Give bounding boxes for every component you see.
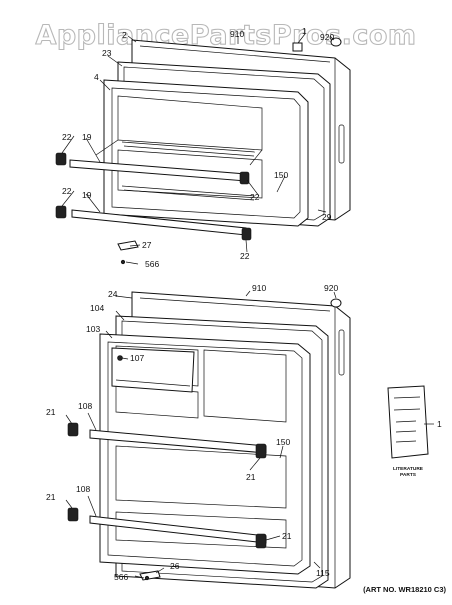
label-920-top: 920 (320, 32, 334, 42)
top-door-handle (338, 124, 345, 164)
plug-920-top (330, 37, 342, 47)
label-104: 104 (90, 303, 104, 313)
label-108-b: 108 (76, 484, 90, 494)
label-22-a: 22 (62, 132, 72, 142)
label-107: 107 (130, 353, 144, 363)
label-108-a: 108 (78, 401, 92, 411)
label-2: 2 (122, 30, 127, 40)
art-number: (ART NO. WR18210 C3) (363, 585, 446, 594)
label-150-bottom: 150 (276, 437, 290, 447)
label-566-bottom: 566 (114, 572, 128, 582)
label-21-d: 21 (282, 531, 292, 541)
label-23: 23 (102, 48, 112, 58)
screw-566-bottom (144, 575, 150, 581)
label-19-a: 19 (82, 132, 92, 142)
label-22-d: 22 (240, 251, 250, 261)
label-27: 27 (142, 240, 152, 250)
top-end-cap-left-lower (55, 205, 67, 219)
bottom-door-handle (338, 329, 345, 376)
bottom-end-cap-right-upper (255, 443, 267, 459)
label-26: 26 (170, 561, 180, 571)
label-566-top: 566 (145, 259, 159, 269)
label-910-top: 910 (230, 29, 244, 39)
label-21-b: 21 (246, 472, 256, 482)
label-910-bottom: 910 (252, 283, 266, 293)
top-end-cap-right-upper (239, 171, 250, 185)
screw-566-top (120, 259, 126, 265)
label-920-bottom: 920 (324, 283, 338, 293)
top-end-cap-right-lower (241, 227, 252, 241)
label-4: 4 (94, 72, 99, 82)
bottom-end-cap-left-upper (67, 422, 79, 437)
dairy-door-latch (117, 355, 123, 361)
top-door-liner (103, 79, 309, 227)
plug-920-bottom (330, 298, 342, 308)
literature-label-line2: PARTS (400, 472, 417, 478)
literature-label-line1: LITERATURE (393, 466, 424, 472)
label-1-top: 1 (302, 26, 307, 36)
label-22-c: 22 (62, 186, 72, 196)
bottom-end-cap-left-lower (67, 507, 79, 522)
label-24: 24 (108, 289, 118, 299)
bracket-27 (117, 240, 139, 251)
label-22-b: 22 (250, 192, 260, 202)
literature-packet (387, 385, 429, 459)
top-door-assembly: 2 910 1 920 23 4 22 19 150 22 22 19 29 2… (55, 26, 351, 269)
label-103: 103 (86, 324, 100, 334)
label-115: 115 (316, 568, 330, 578)
top-end-cap-left-upper (55, 152, 67, 166)
bottom-door-assembly: 24 910 920 104 103 107 21 108 150 21 21 … (46, 283, 442, 589)
label-19-b: 19 (82, 190, 92, 200)
label-21-c: 21 (46, 492, 56, 502)
bottom-end-cap-right-lower (255, 533, 267, 549)
watermark-text: AppliancePartsPros.com (35, 20, 416, 51)
cap-part-1-top (292, 42, 303, 52)
label-29: 29 (322, 212, 332, 222)
label-21-a: 21 (46, 407, 56, 417)
label-1-literature: 1 (437, 419, 442, 429)
label-150-top: 150 (274, 170, 288, 180)
